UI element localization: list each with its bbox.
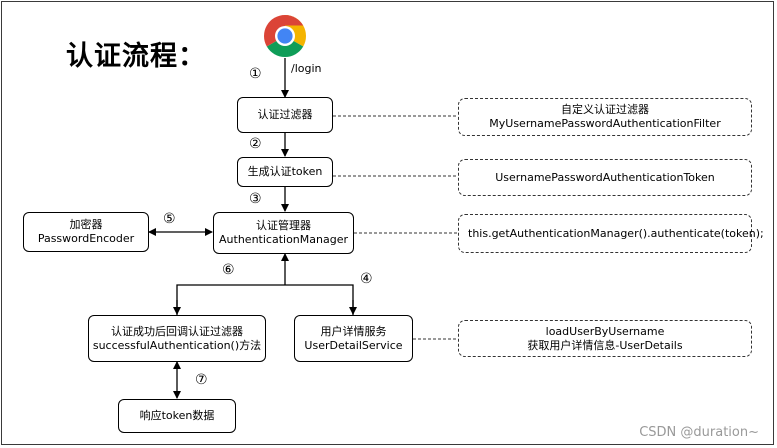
user-detail-service-box: 用户详情服务 UserDetailService <box>294 315 413 362</box>
watermark: CSDN @duration~ <box>639 425 759 440</box>
step-2-marker: ② <box>249 136 262 152</box>
password-encoder-label-cn: 加密器 <box>69 218 103 231</box>
load-user-note-line2: 获取用户详情信息-UserDetails <box>527 338 683 352</box>
filter-note-line2: MyUsernamePasswordAuthenticationFilter <box>489 117 721 130</box>
success-callback-box: 认证成功后回调认证过滤器 successfulAuthentication()方… <box>88 315 266 362</box>
respond-token-label: 响应token数据 <box>139 409 215 422</box>
authenticate-note: this.getAuthenticationManager().authenti… <box>458 214 764 253</box>
generate-token-box: 生成认证token <box>237 157 333 187</box>
load-user-note-line1: loadUserByUsername <box>545 324 665 338</box>
password-encoder-box: 加密器 PasswordEncoder <box>23 212 149 252</box>
branch-line <box>176 284 354 315</box>
auth-filter-label: 认证过滤器 <box>257 108 313 121</box>
diagram-title: 认证流程： <box>66 41 206 72</box>
step-5-marker: ⑤ <box>163 211 176 227</box>
step-4-marker: ④ <box>360 271 373 287</box>
auth-manager-box: 认证管理器 AuthenticationManager <box>213 212 354 254</box>
step-6-marker: ⑥ <box>222 262 235 278</box>
load-user-note: loadUserByUsername 获取用户详情信息-UserDetails <box>458 320 752 357</box>
user-detail-service-label-cn: 用户详情服务 <box>320 324 387 338</box>
auth-filter-box: 认证过滤器 <box>237 97 333 133</box>
login-path-label: /login <box>291 62 322 75</box>
step-1-marker: ① <box>249 66 262 82</box>
token-note: UsernamePasswordAuthenticationToken <box>458 159 752 196</box>
filter-note-line1: 自定义认证过滤器 <box>561 103 649 116</box>
step-3-marker: ③ <box>249 191 262 207</box>
chrome-icon <box>263 15 307 58</box>
user-detail-service-label-en: UserDetailService <box>304 338 403 352</box>
filter-note: 自定义认证过滤器 MyUsernamePasswordAuthenticatio… <box>458 98 752 136</box>
authenticate-note-text: this.getAuthenticationManager().authenti… <box>468 226 764 240</box>
success-callback-label-en: successfulAuthentication()方法 <box>92 338 262 352</box>
auth-manager-label-cn: 认证管理器 <box>256 219 311 232</box>
token-note-text: UsernamePasswordAuthenticationToken <box>495 170 715 184</box>
respond-token-box: 响应token数据 <box>118 399 236 433</box>
generate-token-label: 生成认证token <box>247 165 323 178</box>
step-7-marker: ⑦ <box>195 372 208 388</box>
password-encoder-label-en: PasswordEncoder <box>37 232 135 245</box>
auth-manager-label-en: AuthenticationManager <box>219 233 348 246</box>
success-callback-label-cn: 认证成功后回调认证过滤器 <box>111 324 243 338</box>
